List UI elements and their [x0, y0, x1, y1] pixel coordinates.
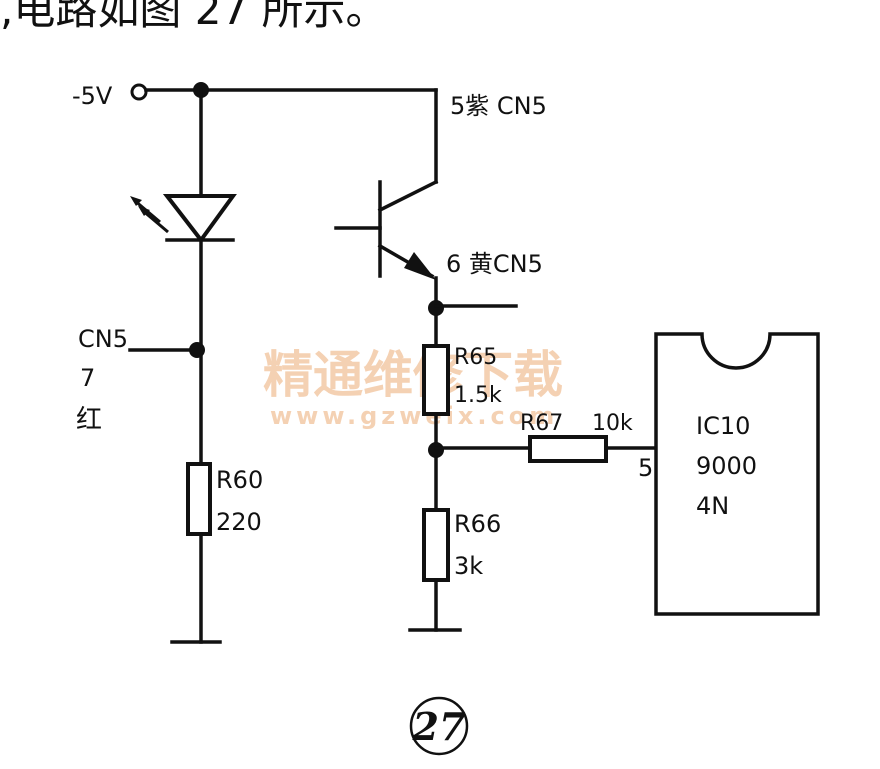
- resistor-r66: [422, 508, 450, 582]
- connector-left-color: 红: [76, 405, 102, 435]
- connector-left-pin: 7: [80, 364, 95, 392]
- led-body: [162, 194, 237, 244]
- ic-name: IC10: [696, 412, 750, 440]
- ic-package: [654, 332, 820, 616]
- figure-number: 27: [412, 704, 466, 749]
- supply-terminal: [130, 83, 148, 101]
- figure-number-circle: [409, 696, 469, 756]
- junction-dot-emitter: [428, 300, 444, 316]
- r67-name: R67: [520, 411, 563, 436]
- r67-value: 10k: [592, 411, 633, 436]
- ic-model: 9000: [696, 452, 757, 480]
- transistor-collector-lead: [377, 179, 439, 213]
- r60-name: R60: [216, 466, 263, 494]
- connector-left-label: CN5: [78, 325, 128, 353]
- led-arrowhead-1: [130, 196, 142, 206]
- r65-value: 1.5k: [454, 383, 502, 408]
- junction-dot-divider: [428, 442, 444, 458]
- emitter-arrow: [404, 252, 436, 280]
- ic-pin-number: 5: [638, 454, 653, 482]
- resistor-r67: [528, 435, 608, 463]
- watermark-url: www.gzweix.com: [270, 402, 558, 430]
- caption-text: ,电路如图 27 所示。: [0, 0, 388, 34]
- resistor-r65: [422, 344, 450, 416]
- watermark-text: 精通维修下载: [263, 346, 563, 404]
- resistor-r60: [186, 462, 212, 536]
- r66-value: 3k: [454, 552, 483, 580]
- supply-label: -5V: [72, 82, 113, 110]
- led-arrowhead-2: [138, 206, 150, 216]
- r65-name: R65: [454, 345, 497, 370]
- connector-mid-label: 6 黄CN5: [446, 250, 543, 278]
- r66-name: R66: [454, 510, 501, 538]
- connector-top-label: 5紫 CN5: [450, 92, 547, 120]
- junction-dot-cn5: [189, 342, 205, 358]
- r60-value: 220: [216, 508, 262, 536]
- ic-suffix: 4N: [696, 492, 729, 520]
